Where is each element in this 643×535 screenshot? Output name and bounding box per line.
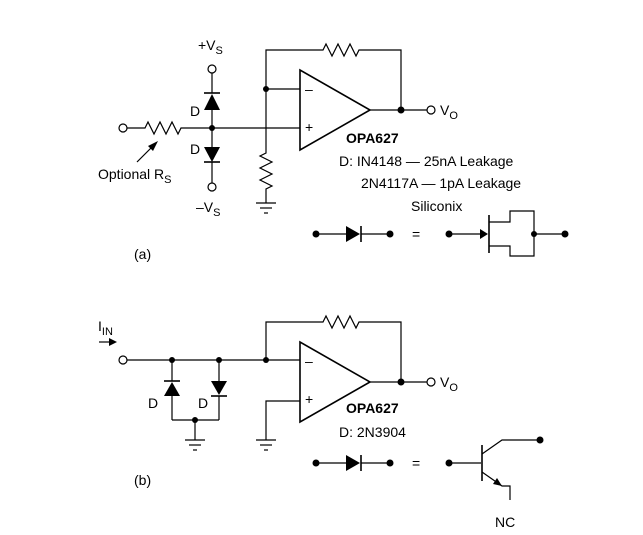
- opamp-a-plus: +: [305, 119, 313, 135]
- note-a-line3: Siliconix: [411, 198, 462, 214]
- diode-bottom-label: D: [190, 141, 200, 157]
- diode-right-b: [211, 360, 227, 420]
- ground-symbol-b1: [185, 439, 205, 451]
- ground-symbol-b2: [256, 439, 276, 451]
- diode-equivalent-a: [312, 226, 394, 242]
- diode-left-b: [164, 360, 180, 420]
- circuit-a: +VS D D –VS Optional RS: [98, 37, 569, 262]
- diode-top: [204, 73, 220, 128]
- output-terminal-a: [426, 105, 436, 115]
- note-a-line1: D: IN4148 — 25nA Leakage: [339, 153, 514, 169]
- diode-left-label: D: [148, 395, 158, 411]
- input-terminal-b: [118, 355, 128, 365]
- note-a-line2: 2N4117A — 1pA Leakage: [361, 175, 521, 191]
- wire-noninv-b: [265, 400, 300, 440]
- opamp-b-minus: –: [305, 353, 313, 369]
- opamp-a-minus: –: [305, 81, 313, 97]
- neg-supply-label: –VS: [196, 199, 220, 219]
- optional-rs-label: Optional RS: [98, 166, 172, 186]
- output-label-b: VO: [440, 374, 458, 394]
- opamp-a-name: OPA627: [346, 130, 399, 146]
- neg-supply-terminal: [207, 182, 217, 192]
- diode-bottom: [204, 128, 220, 183]
- output-terminal-b: [426, 377, 436, 387]
- optional-rs-arrow: [136, 141, 158, 163]
- junction-node-b5: [397, 378, 405, 386]
- output-label-a: VO: [440, 102, 458, 122]
- opamp-b: [299, 340, 372, 424]
- input-terminal-a: [118, 123, 128, 133]
- note-b: D: 2N3904: [339, 424, 406, 440]
- optional-rs-resistor: [127, 120, 212, 136]
- input-current-arrow: [99, 338, 117, 346]
- diode-top-label: D: [190, 103, 200, 119]
- opamp-a: [299, 68, 372, 152]
- jfet-symbol-a: [445, 210, 569, 257]
- input-current-label: IIN: [98, 318, 113, 338]
- equals-a: =: [412, 226, 420, 242]
- nc-label: NC: [495, 514, 515, 530]
- junction-node-a3: [397, 106, 405, 114]
- caption-b: (b): [134, 472, 151, 488]
- equals-b: =: [412, 455, 420, 471]
- caption-a: (a): [134, 246, 151, 262]
- circuit-b: IIN D D: [98, 314, 544, 530]
- opamp-b-name: OPA627: [346, 400, 399, 416]
- diode-right-label: D: [198, 395, 208, 411]
- feedback-resistor-a: [265, 42, 402, 110]
- opamp-b-plus: +: [305, 391, 313, 407]
- pos-supply-terminal: [207, 64, 217, 74]
- ground-resistor-a: [258, 89, 274, 203]
- diode-equivalent-b: [312, 455, 394, 471]
- ground-symbol-a: [256, 202, 276, 214]
- feedback-resistor-b: [265, 314, 402, 382]
- pos-supply-label: +VS: [198, 37, 223, 57]
- bjt-symbol-b: [445, 436, 544, 500]
